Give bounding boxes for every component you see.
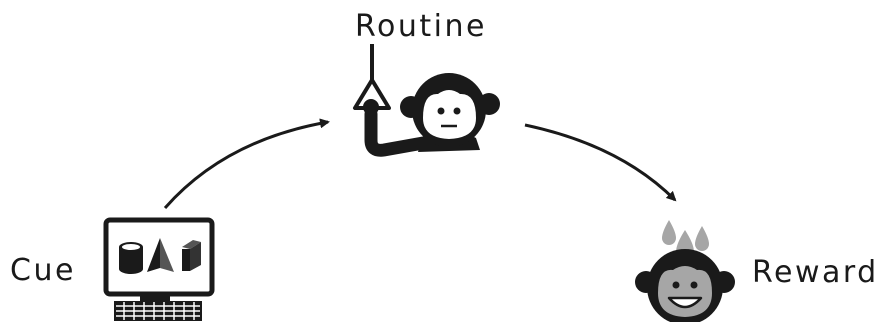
monkey-pulling-lever-icon [353, 44, 500, 157]
reward-label: Reward [752, 255, 879, 290]
smiling-monkey-with-drops-icon [635, 220, 735, 322]
cylinder-shape-icon [119, 242, 143, 274]
box-shape-icon [182, 240, 201, 271]
pyramid-shape-icon [147, 238, 174, 272]
arrow-cue-to-routine [163, 118, 330, 209]
drop-left-icon [662, 220, 676, 245]
cue-label: Cue [10, 253, 76, 288]
arrow-routine-to-reward [524, 123, 677, 202]
computer-monitor-with-shapes-icon [103, 217, 215, 321]
routine-label: Routine [355, 9, 487, 44]
drop-right-icon [695, 226, 709, 251]
